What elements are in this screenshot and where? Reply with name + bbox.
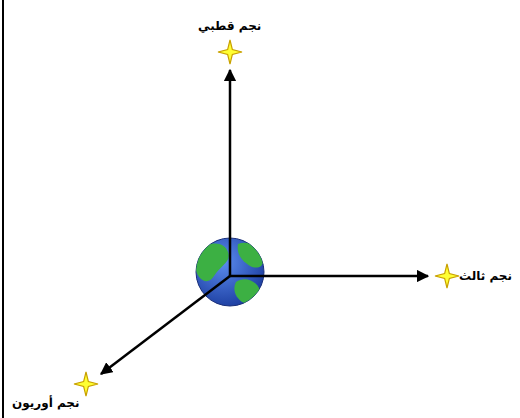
star-node: نجم أوريون bbox=[12, 370, 100, 411]
axis-arrows bbox=[101, 70, 428, 374]
star-shape bbox=[435, 264, 459, 288]
arrow-right bbox=[230, 275, 428, 278]
star-label: نجم أوريون bbox=[12, 396, 80, 410]
star-node: نجم قطبي bbox=[198, 19, 262, 66]
star-shape bbox=[218, 40, 242, 64]
star-label: نجم قطبي bbox=[198, 19, 261, 33]
arrow-up bbox=[229, 70, 232, 276]
star-shape bbox=[74, 372, 98, 396]
star-label: نجم ثالث bbox=[459, 269, 512, 283]
frame-line bbox=[2, 0, 4, 418]
arrow-down-left bbox=[101, 276, 230, 374]
star-node: نجم ثالث bbox=[433, 262, 512, 290]
